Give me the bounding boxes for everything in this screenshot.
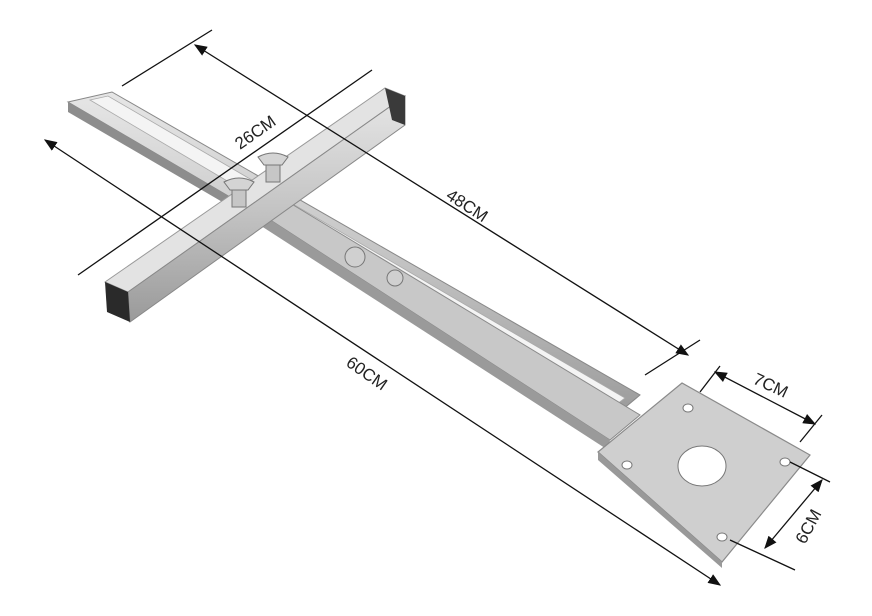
label-60cm: 60CM [343, 353, 391, 395]
dim-line-7 [713, 371, 817, 425]
dimension-lines [43, 29, 831, 586]
center-hole [677, 445, 727, 487]
knob-icon [386, 269, 404, 287]
label-48cm: 48CM [443, 185, 491, 226]
dim-line-60 [43, 139, 722, 586]
sliding-bar [253, 199, 641, 450]
dim-line-6 [764, 479, 823, 549]
label-26cm: 26CM [231, 112, 279, 154]
label-7cm: 7CM [750, 369, 791, 401]
knob-icon [344, 246, 366, 268]
label-6cm: 6CM [792, 506, 826, 547]
